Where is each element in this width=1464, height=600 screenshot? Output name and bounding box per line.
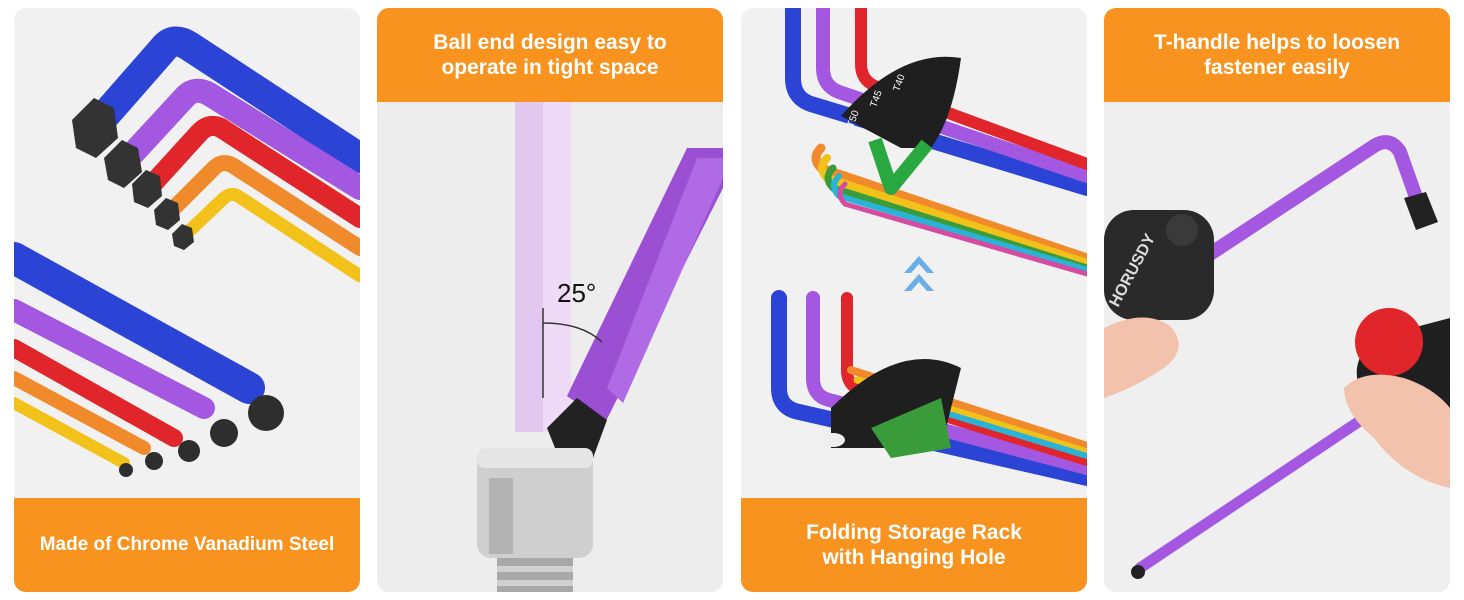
l-key-set-top	[79, 26, 360, 283]
hand-left	[1104, 317, 1179, 398]
red-cap	[1355, 308, 1423, 376]
hanging-hole	[821, 433, 845, 447]
ball-end-illustration: 25°	[377, 102, 723, 592]
rack-holder-top	[841, 56, 961, 148]
long-key	[1134, 392, 1400, 574]
panel-storage-rack: T50 T45 T40 Folding Storage Rack with Ha…	[741, 8, 1087, 592]
l-key	[1197, 135, 1429, 265]
torx-set-folded	[785, 8, 1087, 277]
angle-label: 25°	[557, 278, 596, 308]
panel-t-handle: T-handle helps to loosen fastener easily…	[1104, 8, 1450, 592]
t-handle-illustration: HORUSDY	[1104, 102, 1450, 592]
ball-ends	[119, 395, 284, 477]
panel-chrome-vanadium: Made of Chrome Vanadium Steel	[14, 8, 360, 592]
caption-banner: T-handle helps to loosen fastener easily	[1104, 8, 1450, 102]
panel-ball-end: Ball end design easy to operate in tight…	[377, 8, 723, 592]
hex-tips-top	[72, 98, 194, 250]
caption-banner: Made of Chrome Vanadium Steel	[14, 498, 360, 592]
arrow-up-icon	[904, 256, 934, 291]
hand-right	[1344, 374, 1450, 488]
storage-rack-illustration: T50 T45 T40	[771, 8, 1087, 486]
check-icon	[868, 137, 933, 195]
caption-banner: Folding Storage Rack with Hanging Hole	[741, 498, 1087, 592]
ball-end	[1131, 565, 1145, 579]
hex-keys-illustration	[14, 26, 360, 477]
ball-end-keys	[14, 242, 265, 469]
angle-arc	[542, 322, 603, 343]
rack-clip	[871, 398, 951, 458]
caption-banner: Ball end design easy to operate in tight…	[377, 8, 723, 102]
